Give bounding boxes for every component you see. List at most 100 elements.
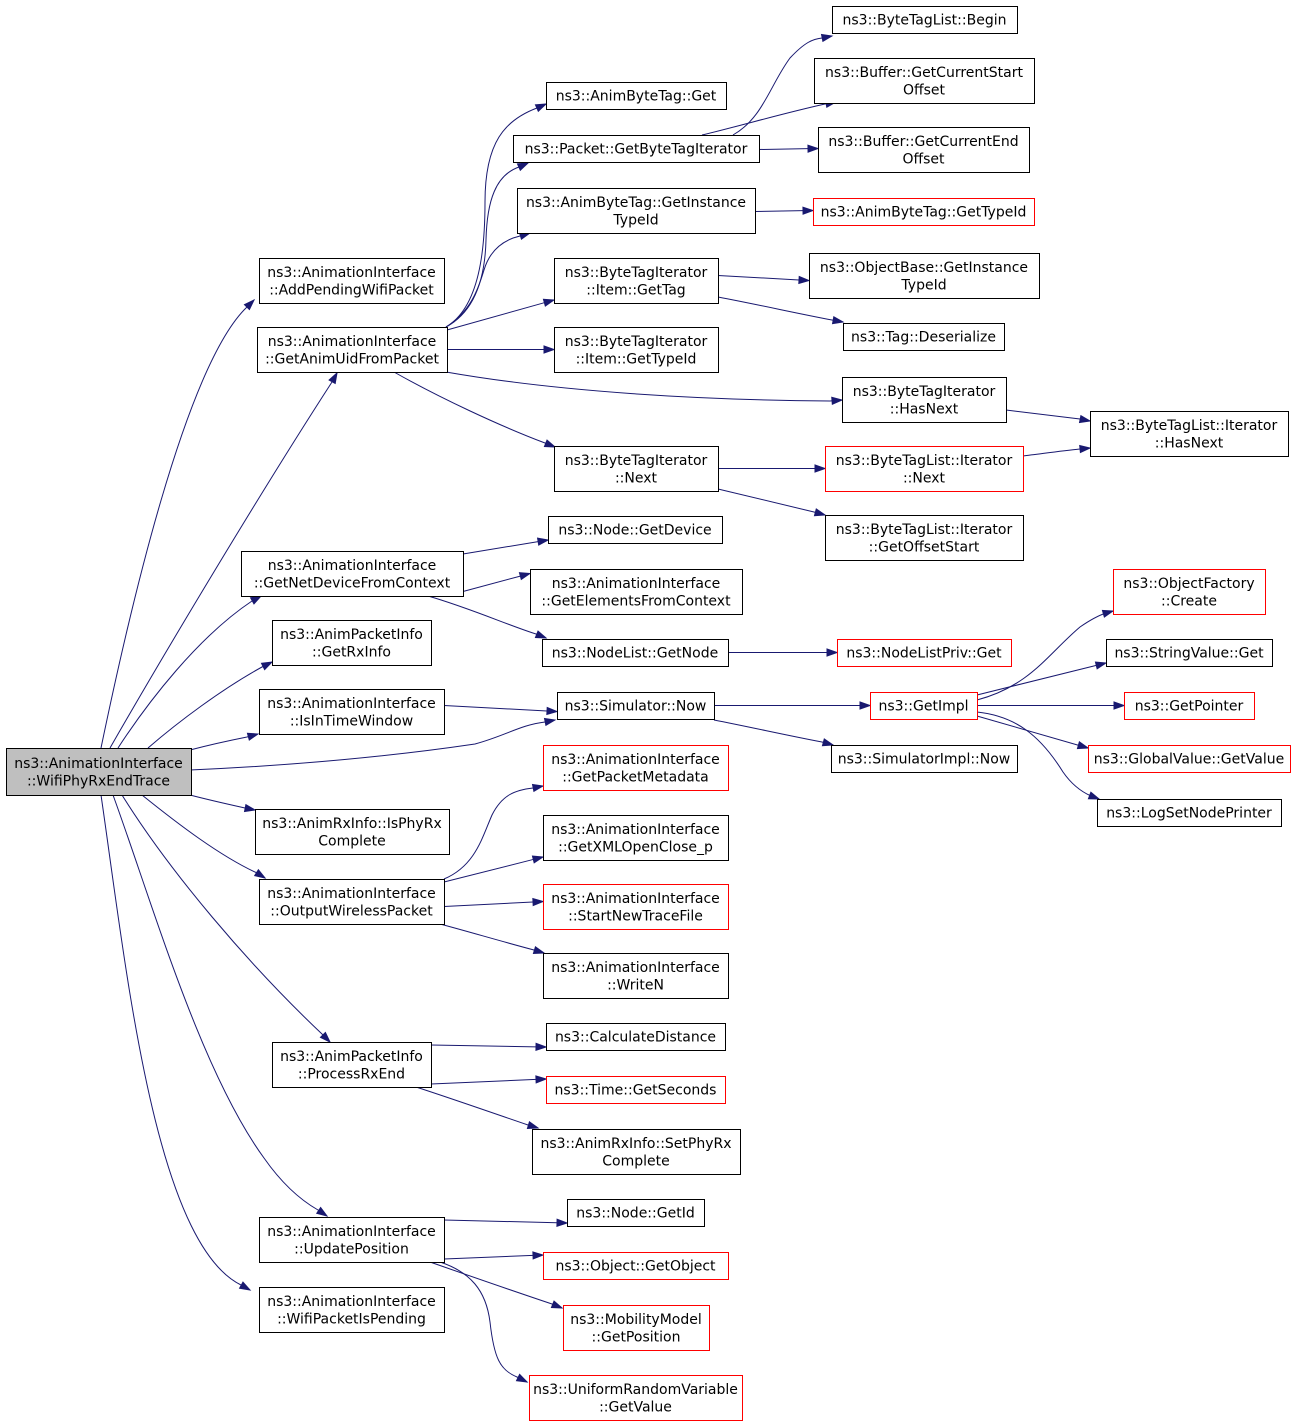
edge-arrowhead	[831, 315, 845, 325]
node-btliGetOff[interactable]: ns3::ByteTagList::Iterator::GetOffsetSta…	[825, 515, 1024, 561]
node-updatePos[interactable]: ns3::AnimationInterface::UpdatePosition	[259, 1217, 445, 1263]
edge-line	[393, 371, 556, 448]
edge-arrowhead	[802, 206, 815, 215]
node-box	[831, 745, 1018, 773]
node-root[interactable]: ns3::AnimationInterface::WifiPhyRxEndTra…	[6, 748, 192, 796]
node-getRxInfo[interactable]: ns3::AnimPacketInfo::GetRxInfo	[272, 620, 432, 666]
node-box	[543, 1252, 729, 1280]
node-timeGetSec[interactable]: ns3::Time::GetSeconds	[546, 1076, 726, 1104]
node-label-line: Complete	[602, 1153, 669, 1169]
node-wifiPending[interactable]: ns3::AnimationInterface::WifiPacketIsPen…	[259, 1287, 445, 1333]
node-nodeGetDevice[interactable]: ns3::Node::GetDevice	[548, 516, 723, 544]
edge-updatePos-to-objGetObj	[443, 1251, 545, 1260]
node-label-line: ns3::GetImpl	[878, 699, 968, 715]
edge-outputWireless-to-aiWriteN	[439, 923, 546, 955]
node-nodeListGetNode[interactable]: ns3::NodeList::GetNode	[542, 639, 729, 667]
node-processRxEnd[interactable]: ns3::AnimPacketInfo::ProcessRxEnd	[272, 1042, 432, 1088]
node-outputWireless[interactable]: ns3::AnimationInterface::OutputWirelessP…	[259, 879, 445, 925]
edge-line	[189, 719, 556, 771]
node-label-line: ns3::Simulator::Now	[565, 699, 707, 715]
node-addPending[interactable]: ns3::AnimationInterface::AddPendingWifiP…	[259, 258, 445, 304]
node-gvGetValue[interactable]: ns3::GlobalValue::GetValue	[1088, 745, 1291, 773]
node-calcDist[interactable]: ns3::CalculateDistance	[546, 1023, 726, 1051]
node-label-line: ns3::CalculateDistance	[555, 1030, 716, 1046]
node-label-line: ns3::AnimRxInfo::SetPhyRx	[540, 1136, 731, 1152]
edge-arrowhead	[532, 945, 546, 955]
node-urvGetValue[interactable]: ns3::UniformRandomVariable::GetValue	[529, 1375, 743, 1421]
node-label-line: ::GetXMLOpenClose_p	[558, 839, 713, 855]
node-box	[842, 377, 1007, 423]
node-abtGetTypeId[interactable]: ns3::AnimByteTag::GetTypeId	[813, 198, 1035, 226]
edge-getNetDev-to-aiGetElems	[462, 572, 532, 592]
node-label-line: TypeId	[612, 212, 658, 228]
node-nlpGet[interactable]: ns3::NodeListPriv::Get	[837, 639, 1012, 667]
node-btiHasNext[interactable]: ns3::ByteTagIterator::HasNext	[842, 377, 1007, 423]
node-label-line: ns3::AnimationInterface	[267, 1294, 436, 1310]
edge-getAnimUid-to-btiItemGetTag	[446, 298, 556, 331]
node-objGetObj[interactable]: ns3::Object::GetObject	[543, 1252, 729, 1280]
edge-root-to-getAnimUid	[109, 371, 338, 749]
node-label-line: Offset	[902, 151, 945, 167]
node-box	[543, 745, 729, 791]
node-btiItemGetTypeId[interactable]: ns3::ByteTagIterator::Item::GetTypeId	[554, 327, 719, 373]
node-box	[1113, 569, 1266, 615]
node-getPointer[interactable]: ns3::GetPointer	[1124, 692, 1255, 720]
edge-arrowhead	[531, 855, 545, 864]
node-btiItemGetTag[interactable]: ns3::ByteTagIterator::Item::GetTag	[554, 258, 719, 304]
edge-line	[462, 541, 539, 555]
node-box	[563, 1305, 710, 1351]
edge-root-to-addPending	[100, 298, 256, 749]
node-simNow[interactable]: ns3::Simulator::Now	[557, 692, 715, 720]
node-tagDeser[interactable]: ns3::Tag::Deserialize	[843, 323, 1005, 351]
node-label-line: ::ProcessRxEnd	[298, 1066, 405, 1082]
node-isInTime[interactable]: ns3::AnimationInterface::IsInTimeWindow	[259, 689, 445, 735]
node-label-line: ns3::AnimationInterface	[267, 696, 436, 712]
edge-line	[439, 923, 545, 954]
edge-btiNext-to-btliNext	[718, 464, 827, 473]
node-btlBegin[interactable]: ns3::ByteTagList::Begin	[832, 6, 1018, 34]
node-simImplNow[interactable]: ns3::SimulatorImpl::Now	[831, 745, 1018, 773]
node-btliNext[interactable]: ns3::ByteTagList::Iterator::Next	[825, 446, 1024, 492]
node-abtGet[interactable]: ns3::AnimByteTag::Get	[546, 82, 727, 110]
edge-getAnimUid-to-btiHasNext	[445, 371, 844, 406]
node-box	[814, 58, 1035, 104]
edge-line	[430, 1078, 537, 1085]
node-pktGetBTI[interactable]: ns3::Packet::GetByteTagIterator	[513, 135, 760, 163]
edge-line	[189, 733, 259, 751]
node-aiGetElems[interactable]: ns3::AnimationInterface::GetElementsFrom…	[530, 569, 743, 615]
node-logSetNode[interactable]: ns3::LogSetNodePrinter	[1097, 799, 1282, 827]
node-label-line: Complete	[318, 833, 385, 849]
node-label-line: ns3::AnimationInterface	[551, 891, 720, 907]
node-svGet[interactable]: ns3::StringValue::Get	[1106, 639, 1273, 667]
node-aiStartNew[interactable]: ns3::AnimationInterface::StartNewTraceFi…	[543, 884, 729, 930]
node-btliHasNext[interactable]: ns3::ByteTagList::Iterator::HasNext	[1090, 411, 1289, 457]
edge-arrowhead	[543, 345, 556, 354]
node-aiGetPktMeta[interactable]: ns3::AnimationInterface::GetPacketMetada…	[543, 745, 729, 791]
edge-arrowhead	[328, 371, 338, 385]
node-label-line: ns3::AnimByteTag::GetTypeId	[821, 205, 1027, 221]
node-box	[843, 323, 1005, 351]
edge-arrowhead	[515, 1373, 529, 1383]
node-aiGetXML[interactable]: ns3::AnimationInterface::GetXMLOpenClose…	[543, 815, 729, 861]
node-aiWriteN[interactable]: ns3::AnimationInterface::WriteN	[543, 953, 729, 999]
node-label-line: ns3::Node::GetId	[576, 1206, 694, 1222]
edge-outputWireless-to-aiGetXML	[443, 855, 545, 883]
edge-line	[717, 296, 844, 323]
node-btiNext[interactable]: ns3::ByteTagIterator::Next	[554, 446, 719, 492]
node-getAnimUid[interactable]: ns3::AnimationInterface::GetAnimUidFromP…	[257, 327, 448, 373]
node-label-line: ns3::GetPointer	[1135, 699, 1244, 715]
node-getNetDev[interactable]: ns3::AnimationInterface::GetNetDeviceFro…	[241, 551, 464, 597]
node-box	[272, 620, 432, 666]
node-getImpl[interactable]: ns3::GetImpl	[870, 692, 978, 720]
node-ofCreate[interactable]: ns3::ObjectFactory::Create	[1113, 569, 1266, 615]
node-nodeGetId[interactable]: ns3::Node::GetId	[567, 1199, 705, 1227]
node-mobGetPos[interactable]: ns3::MobilityModel::GetPosition	[563, 1305, 710, 1351]
edge-line	[147, 661, 273, 749]
edge-processRxEnd-to-setPhyRx	[415, 1086, 540, 1130]
